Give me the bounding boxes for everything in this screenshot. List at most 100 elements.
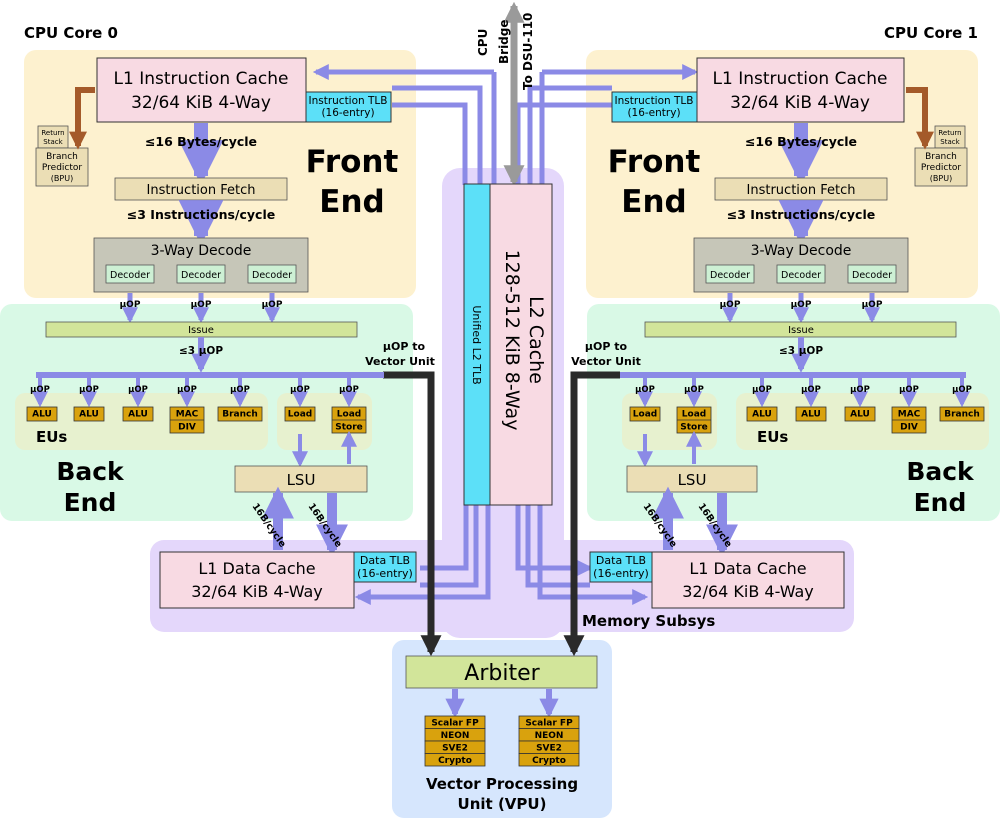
core0-dtlb-title: Data TLB — [360, 554, 410, 567]
core1-load-box — [629, 406, 661, 422]
core0-decoder-box — [105, 264, 155, 284]
core0-decoder-box — [247, 264, 297, 284]
core0-vector-label-l2: Vector Unit — [365, 355, 435, 368]
core0-vector-label-l1: µOP to — [383, 340, 426, 353]
core1-decode-label: 3-Way Decode — [751, 243, 852, 259]
core0-dtlb-size: (16-entry) — [357, 567, 413, 580]
core0-branch-box — [217, 406, 263, 422]
core0-l1d-box — [159, 551, 355, 609]
core0-load-label: Load — [288, 410, 312, 420]
core1-decoder-box — [776, 264, 826, 284]
arbiter-label: Arbiter — [464, 661, 540, 686]
arbiter-box — [405, 655, 598, 689]
vpu-unit-label: Crypto — [532, 756, 566, 766]
core1-alu-3-label: ALU — [850, 410, 870, 420]
core1-port-uop-label: µOP — [752, 385, 772, 395]
vpu-label-l2: Unit (VPU) — [458, 795, 547, 813]
core0-decode-rate: ≤3 Instructions/cycle — [127, 207, 275, 222]
core1-decoder-label: Decoder — [710, 270, 750, 281]
core1-decoder-label: Decoder — [852, 270, 892, 281]
core0-return-stack-l1: Return — [41, 129, 64, 137]
core0-itlb-box — [305, 91, 392, 123]
core1-decode-rate: ≤3 Instructions/cycle — [727, 207, 875, 222]
core1-fetch-rate: ≤16 Bytes/cycle — [745, 134, 857, 149]
core1-bpu-l2: Predictor — [921, 163, 962, 173]
core1-eus-label: EUs — [757, 428, 788, 446]
core0-l1i-box — [96, 57, 307, 123]
core0-uop-label: µOP — [262, 300, 283, 310]
core1-alu-2-box — [795, 406, 827, 422]
core1-return-stack-l1: Return — [938, 129, 961, 137]
core0-alu-3-box — [122, 406, 154, 422]
core1-port-uop-label: µOP — [899, 385, 919, 395]
vpu-unit-label: NEON — [441, 731, 470, 741]
l2-tlb-label: Unified L2 TLB — [470, 305, 483, 384]
core0-l1d-title: L1 Data Cache — [198, 559, 315, 578]
core0-load-store-label: Load — [337, 410, 361, 420]
core1-back-end-l1: Back — [906, 457, 975, 486]
core1-bpu-l3: (BPU) — [930, 174, 952, 183]
core0-port-uop-label: µOP — [339, 385, 359, 395]
core1-alu-2-label: ALU — [801, 410, 821, 420]
core1-l1d-title: L1 Data Cache — [689, 559, 806, 578]
core1-title: CPU Core 1 — [884, 24, 978, 42]
vpu-label-l1: Vector Processing — [426, 775, 578, 793]
core1-bpu-arrow — [906, 87, 934, 150]
core1-load-store-label2: Store — [680, 423, 708, 433]
l2-cache-size: 128-512 KiB 8-Way — [501, 250, 523, 431]
core0-port-uop-label: µOP — [30, 385, 50, 395]
core0-vector-path — [383, 371, 442, 657]
core0-itlb-title: Instruction TLB — [308, 95, 387, 107]
top-link-dsu: To DSU-110 — [521, 13, 535, 90]
core0-alu-1-label: ALU — [32, 410, 52, 420]
core0-front-end-l1: Front — [306, 144, 399, 180]
core1-l1i-size: 32/64 KiB 4-Way — [730, 93, 870, 113]
vpu-unit-box — [424, 753, 486, 767]
core1-front-end-l2: End — [621, 184, 686, 220]
core0-load-box — [284, 406, 316, 422]
core1-vector-path — [563, 371, 620, 657]
core0-port-uop-label: µOP — [290, 385, 310, 395]
core0-port-uop-label: µOP — [79, 385, 99, 395]
l2-cache-box — [489, 183, 553, 506]
core1-alu-3-box — [844, 406, 876, 422]
core1-dtlb-box — [589, 551, 653, 583]
core0-bpu-l1: Branch — [46, 152, 78, 162]
core1-decoder-label: Decoder — [781, 270, 821, 281]
core0-alu-1-box — [26, 406, 58, 422]
core1-l1d-box — [651, 551, 845, 609]
core1-mac-div-label: MAC — [898, 410, 921, 420]
core0-bpu-l3: (BPU) — [51, 174, 73, 183]
core0-back-end-l2: End — [64, 488, 117, 517]
core1-load-store-label: Load — [682, 410, 706, 420]
core0-bpu-arrow — [69, 87, 95, 150]
vpu-unit-box — [518, 753, 580, 767]
core1-dtlb-title: Data TLB — [596, 554, 646, 567]
vpu-unit-label: SVE2 — [536, 744, 562, 754]
core1-uop-label: µOP — [720, 300, 741, 310]
top-link-bridge: Bridge — [497, 20, 511, 65]
vpu-unit-label: NEON — [535, 731, 564, 741]
core0-lsu-box — [234, 465, 368, 493]
core1-lsu-label: LSU — [678, 471, 707, 489]
core1-itlb-size: (16-entry) — [627, 107, 680, 119]
core1-itlb-box — [611, 91, 698, 123]
core0-lsu-label: LSU — [287, 471, 316, 489]
core0-l1i-title: L1 Instruction Cache — [114, 69, 289, 89]
core1-bpu-l1: Branch — [925, 152, 957, 162]
core1-bpu-box — [914, 147, 968, 187]
core0-alu-2-box — [73, 406, 105, 422]
core1-itlb-title: Instruction TLB — [614, 95, 693, 107]
core0-decoder-box — [176, 264, 226, 284]
core0-decoder-label: Decoder — [110, 270, 150, 281]
top-link-cpu: CPU — [476, 29, 490, 56]
core1-decoder-box — [847, 264, 897, 284]
core0-alu-3-label: ALU — [128, 410, 148, 420]
core1-decoder-box — [705, 264, 755, 284]
core1-port-uop-label: µOP — [801, 385, 821, 395]
core1-l1i-title: L1 Instruction Cache — [713, 69, 888, 89]
memory-subsys-label: Memory Subsys — [582, 612, 715, 630]
memory-interconnect — [312, 63, 699, 606]
